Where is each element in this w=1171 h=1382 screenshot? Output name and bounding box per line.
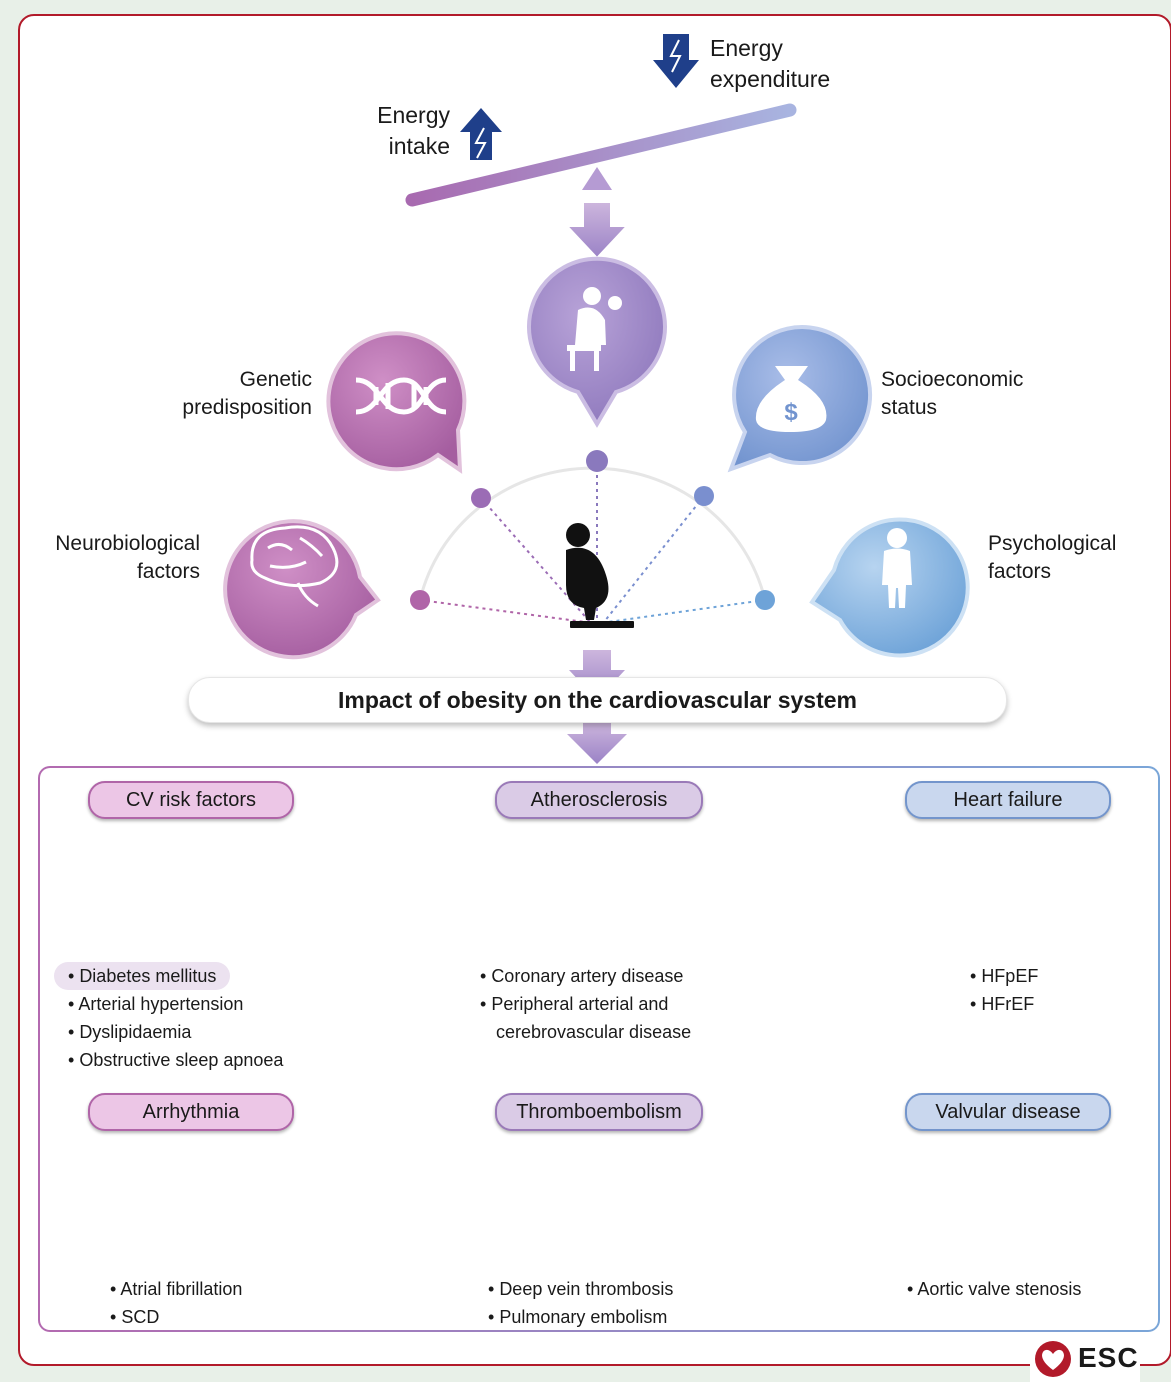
arrhythmia-list: Atrial fibrillation SCD <box>110 1275 242 1331</box>
cv-risk-factors-pill: CV risk factors <box>88 781 294 819</box>
list-item-continuation: cerebrovascular disease <box>496 1022 692 1042</box>
down-arrow-icon <box>653 34 699 88</box>
gauge-dot <box>471 488 491 508</box>
money-bag-icon: $ <box>755 366 827 432</box>
socioeconomic-label: Socioeconomic status <box>881 368 1024 419</box>
list-item: Obstructive sleep apnoea <box>68 1046 283 1074</box>
dna-icon <box>355 377 447 415</box>
esc-heart-logo-icon <box>1035 1341 1071 1377</box>
list-item: Atrial fibrillation <box>110 1275 242 1303</box>
atherosclerosis-pill: Atherosclerosis <box>495 781 703 819</box>
sitting-person-icon <box>567 287 622 371</box>
hf-list: HFpEF HFrEF <box>970 962 1038 1018</box>
list-item: Coronary artery disease <box>480 962 691 990</box>
impact-title: Impact of obesity on the cardiovascular … <box>188 677 1007 723</box>
arrow-down-2 <box>569 650 625 700</box>
gauge-dot <box>586 450 608 472</box>
svg-text:$: $ <box>784 399 798 426</box>
list-item: Dyslipidaemia <box>68 1018 283 1046</box>
list-item: Deep vein thrombosis <box>488 1275 673 1303</box>
seesaw-beam <box>405 103 797 207</box>
athero-list: Coronary artery disease Peripheral arter… <box>480 962 691 1046</box>
arrow-down-3 <box>567 722 627 764</box>
list-item: SCD <box>110 1303 242 1331</box>
list-item: Aortic valve stenosis <box>907 1275 1081 1303</box>
thromboembolism-pill: Thromboembolism <box>495 1093 703 1131</box>
socioeconomic-bubble: $ <box>727 325 873 473</box>
genetic-bubble <box>326 331 467 474</box>
arrow-down-1 <box>564 201 630 260</box>
list-item: Arterial hypertension <box>68 990 283 1018</box>
neurobiological-bubble <box>223 519 381 660</box>
worried-person-icon <box>882 501 918 608</box>
cv-risk-list: Diabetes mellitus Arterial hypertension … <box>54 962 283 1074</box>
up-arrow-icon <box>460 108 502 160</box>
eating-habits-bubble <box>527 256 667 428</box>
list-item: Peripheral arterial and <box>480 990 691 1018</box>
neurobiological-label: Neurobiological factors <box>55 532 200 583</box>
psychological-label: Psychological factors <box>988 532 1117 583</box>
thrombo-list: Deep vein thrombosis Pulmonary embolism <box>488 1275 673 1331</box>
psychological-bubble <box>809 501 970 658</box>
brain-icon <box>250 525 339 608</box>
list-item: Pulmonary embolism <box>488 1303 673 1331</box>
list-item: Diabetes mellitus <box>54 962 231 990</box>
valvular-list: Aortic valve stenosis <box>907 1275 1081 1303</box>
obese-person-icon <box>566 523 634 628</box>
energy-intake-label: Energy intake <box>377 102 450 159</box>
energy-expenditure-label: Energy expenditure <box>710 35 831 92</box>
gauge-dot <box>410 590 430 610</box>
gauge-dot <box>755 590 775 610</box>
list-item: HFpEF <box>970 962 1038 990</box>
esc-logo-text: ESC <box>1078 1342 1139 1373</box>
seesaw-pivot <box>582 167 612 190</box>
valvular-disease-pill: Valvular disease <box>905 1093 1111 1131</box>
genetic-label: Genetic predisposition <box>182 368 312 419</box>
heart-failure-pill: Heart failure <box>905 781 1111 819</box>
gauge-dot <box>694 486 714 506</box>
list-item: HFrEF <box>970 990 1038 1018</box>
arrhythmia-pill: Arrhythmia <box>88 1093 294 1131</box>
